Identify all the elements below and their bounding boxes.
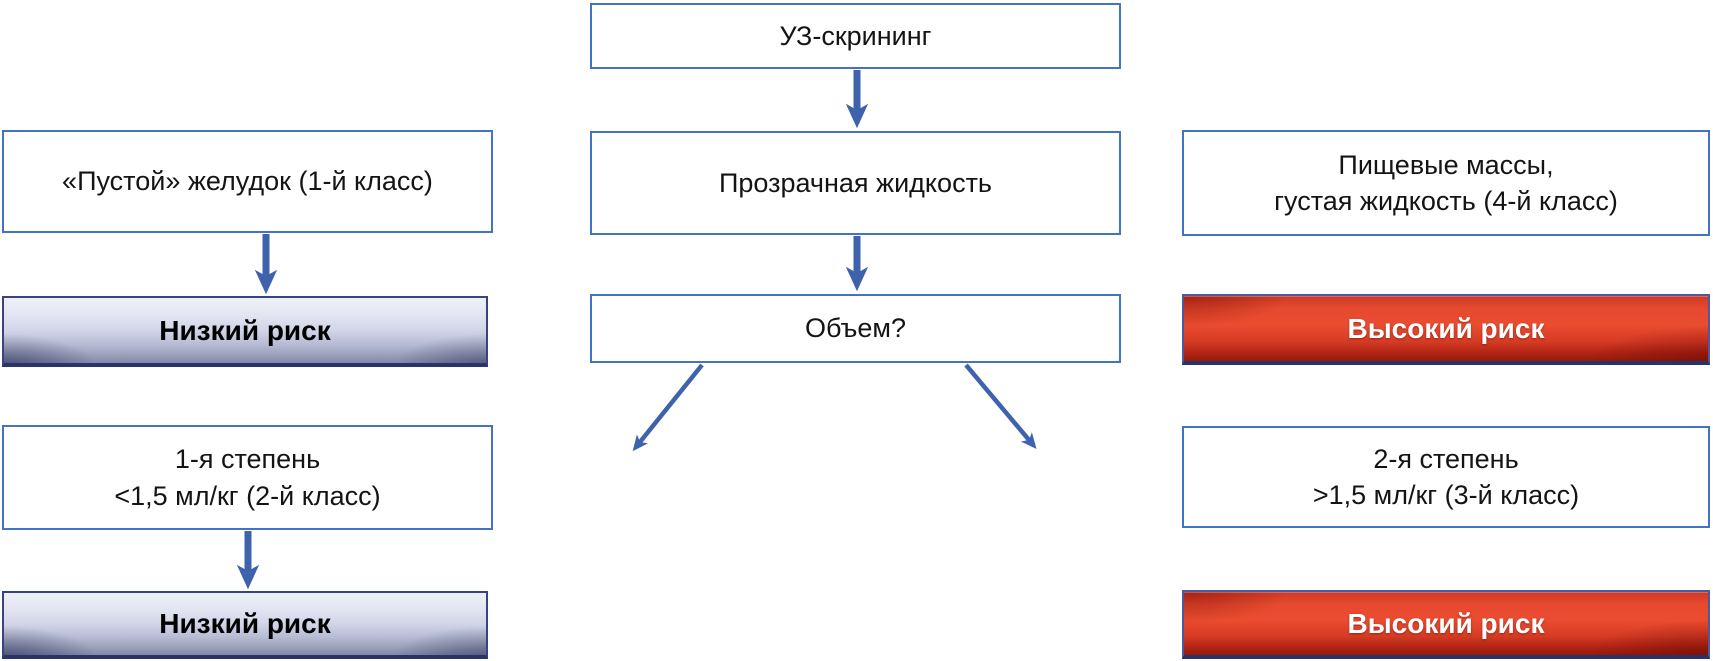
low-risk-badge-bottom-label: Низкий риск <box>159 608 331 639</box>
node-empty-stomach: «Пустой» желудок (1-й класс) <box>2 130 493 233</box>
node-volume-question-label: Объем? <box>804 313 907 344</box>
low-risk-badge-top: Низкий риск <box>2 296 488 367</box>
high-risk-badge-top: Высокий риск <box>1182 294 1710 365</box>
high-risk-badge-bottom-label: Высокий риск <box>1347 607 1545 639</box>
node-grade-2: 2-я степень >1,5 мл/кг (3-й класс) <box>1182 426 1710 528</box>
node-ultrasound-screening-label: УЗ-скрининг <box>779 20 932 51</box>
node-volume-question: Объем? <box>590 294 1121 363</box>
node-clear-liquid: Прозрачная жидкость <box>590 131 1121 235</box>
high-risk-badge-top-label: Высокий риск <box>1347 312 1545 344</box>
low-risk-badge-bottom: Низкий риск <box>2 591 488 659</box>
node-food-masses: Пищевые массы, густая жидкость (4-й клас… <box>1182 130 1710 236</box>
node-empty-stomach-label: «Пустой» желудок (1-й класс) <box>62 166 433 197</box>
node-grade-1-label: 1-я степень <1,5 мл/кг (2-й класс) <box>114 444 381 511</box>
node-ultrasound-screening: УЗ-скрининг <box>590 3 1121 69</box>
node-clear-liquid-label: Прозрачная жидкость <box>718 167 993 198</box>
high-risk-badge-bottom: Высокий риск <box>1182 590 1710 659</box>
node-food-masses-label: Пищевые массы, густая жидкость (4-й клас… <box>1274 149 1618 216</box>
arrow-volume-to-grade1 <box>632 363 704 452</box>
node-grade-2-label: 2-я степень >1,5 мл/кг (3-й класс) <box>1312 443 1580 510</box>
arrow-volume-to-grade2 <box>964 363 1037 449</box>
node-grade-1: 1-я степень <1,5 мл/кг (2-й класс) <box>2 425 493 530</box>
low-risk-badge-top-label: Низкий риск <box>159 314 331 346</box>
